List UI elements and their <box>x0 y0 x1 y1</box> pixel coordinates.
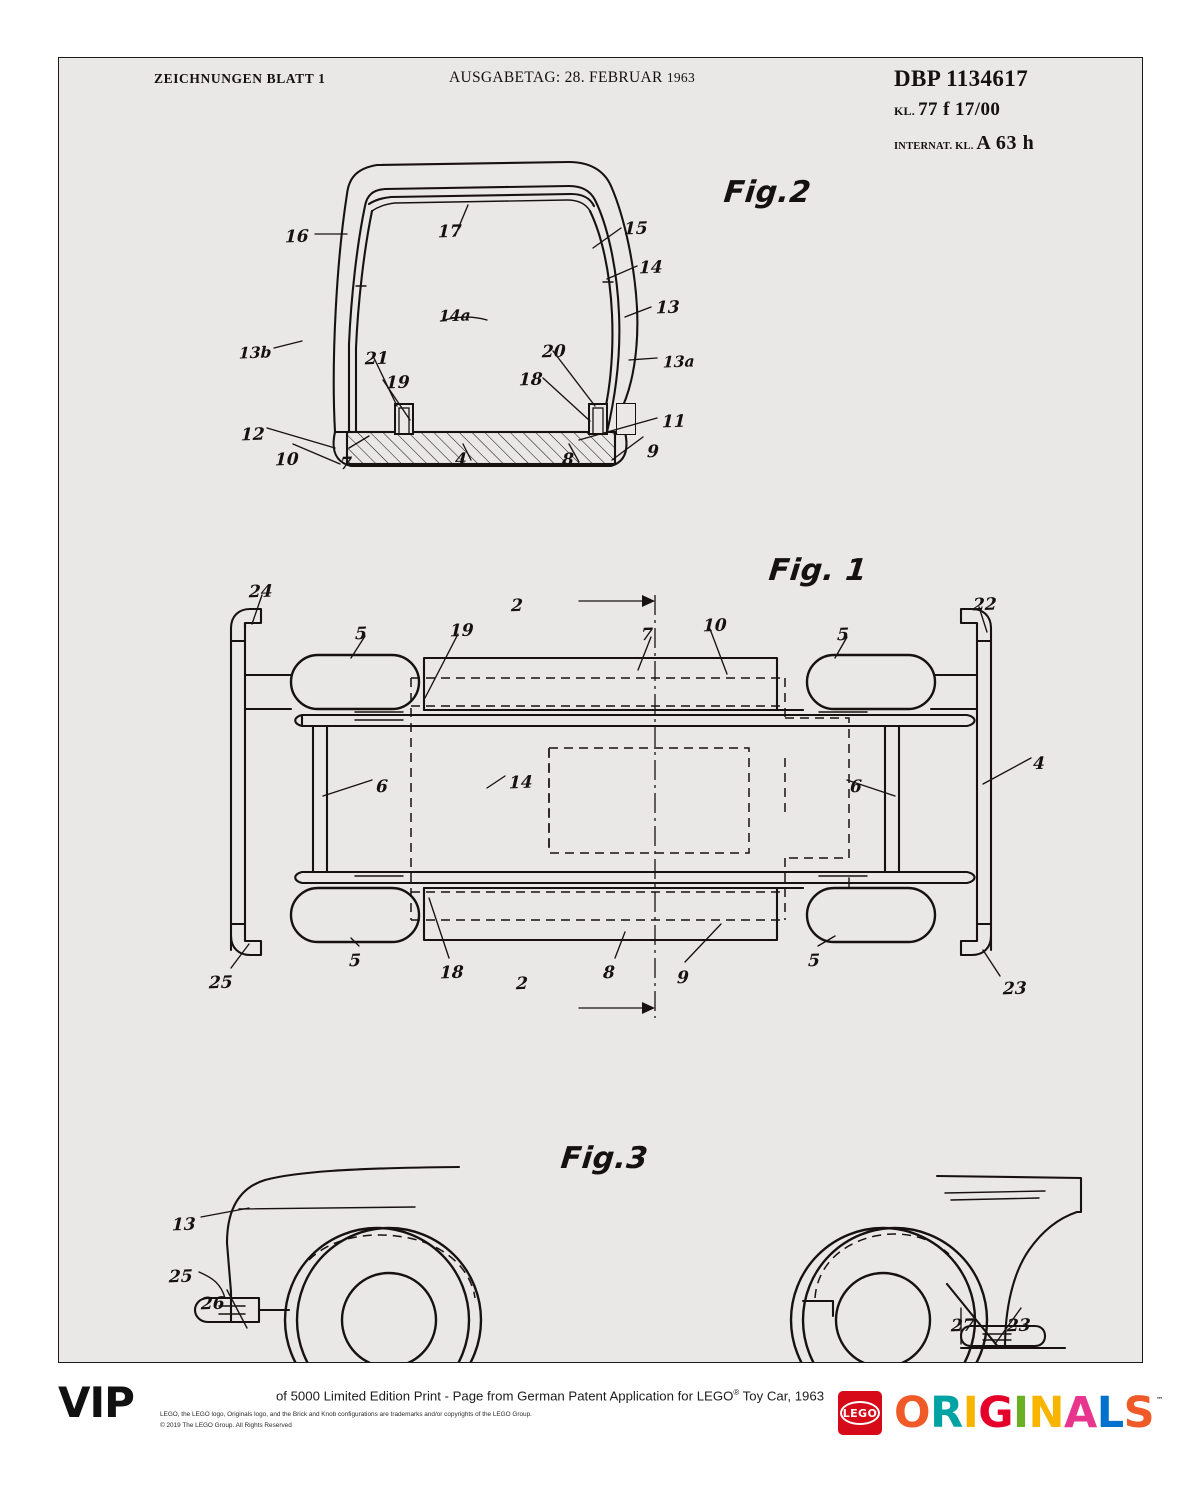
figure-1-numeral-25: 25 <box>208 972 234 994</box>
figure-2-numeral-13a: 13a <box>662 351 695 372</box>
figure-1-numeral-5: 5 <box>354 623 368 645</box>
figure-1-numeral-10: 10 <box>702 615 728 637</box>
figure-1-numeral-22: 22 <box>972 594 998 616</box>
figure-1-numeral-6: 6 <box>849 776 863 798</box>
figure-2-numeral-13b: 13b <box>238 342 272 363</box>
patent-class-label: KL. <box>894 104 915 118</box>
figure-2-drawing <box>266 160 658 468</box>
edition-caption-post: Toy Car, 1963 <box>739 1388 825 1404</box>
figure-2-numeral-9: 9 <box>646 441 660 463</box>
originals-letter-5: N <box>1028 1387 1064 1438</box>
originals-letter-4: I <box>1012 1387 1029 1438</box>
figure-3-numeral-25: 25 <box>168 1266 194 1288</box>
figure-2-numeral-14a: 14a <box>438 305 471 326</box>
lego-brand-icon: LEGO <box>838 1391 882 1435</box>
figure-3-numeral-26: 26 <box>200 1293 226 1315</box>
figure-1-numeral-2: 2 <box>510 595 524 617</box>
figure-2-numeral-14: 14 <box>638 257 664 279</box>
figure-3-numeral-13: 13 <box>171 1214 197 1236</box>
international-class: INTERNAT. KL. A 63 h <box>894 132 1034 155</box>
figure-2-numeral-11: 11 <box>661 411 687 433</box>
originals-letter-8: S <box>1123 1387 1155 1438</box>
figure-1-numeral-2: 2 <box>515 973 529 995</box>
issue-date-label: AUSGABETAG: 28. FEBRUAR <box>449 69 663 86</box>
figure-2-numeral-18: 18 <box>518 369 544 391</box>
figure-2-numeral-20: 20 <box>541 341 567 363</box>
edition-caption-pre: of 5000 Limited Edition Print - Page fro… <box>275 1388 734 1404</box>
figure-1-numeral-19: 19 <box>449 620 475 642</box>
wheel-rear-left <box>289 886 421 944</box>
originals-letter-0: O <box>894 1387 931 1438</box>
figure-2-numeral-7: 7 <box>339 453 353 475</box>
figure-2-numeral-16: 16 <box>284 226 310 248</box>
figure-2-numeral-13: 13 <box>655 297 681 319</box>
sheet-label-blatt: ZEICHNUNGEN BLATT 1 <box>154 71 326 86</box>
figure-2-numeral-10: 10 <box>274 449 300 471</box>
legal-line-1: LEGO, the LEGO logo, Originals logo, and… <box>160 1411 532 1418</box>
originals-letter-2: I <box>962 1387 979 1438</box>
wheel-front-left <box>289 653 421 711</box>
lego-wordmark: LEGO <box>840 1401 880 1425</box>
figure-3-numeral-27: 27 <box>950 1315 976 1337</box>
figure-2-numeral-19: 19 <box>385 372 411 394</box>
patent-drawing-sheet: ZEICHNUNGEN BLATT 1 AUSGABETAG: 28. FEBR… <box>58 57 1143 1363</box>
legal-line-2: © 2019 The LEGO Group. All Rights Reserv… <box>160 1421 292 1429</box>
edition-caption: of 5000 Limited Edition Print - Page fro… <box>225 1388 875 1403</box>
originals-letter-6: A <box>1063 1387 1097 1438</box>
wheel-left-side <box>283 1226 471 1362</box>
figure-1-numeral-6: 6 <box>375 776 389 798</box>
patent-number: DBP 1134617 <box>894 66 1029 91</box>
figure-2-numeral-12: 12 <box>240 424 266 446</box>
figure-1-numeral-18: 18 <box>439 962 465 984</box>
stud-left <box>394 403 414 435</box>
figure-2-numeral-17: 17 <box>437 221 463 243</box>
patent-class-value: 77 f 17/00 <box>918 99 1001 120</box>
patent-class: KL. 77 f 17/00 <box>894 99 1000 121</box>
issue-date-year: 1963 <box>666 70 696 85</box>
sheet-issue-date: AUSGABETAG: 28. FEBRUAR 1963 <box>449 69 695 87</box>
figure-1-numeral-5: 5 <box>807 950 821 972</box>
figure-3-numeral-23: 23 <box>1006 1315 1032 1337</box>
international-class-label: INTERNAT. KL. <box>894 141 974 152</box>
figure-1-numeral-8: 8 <box>602 962 616 984</box>
legal-text: LEGO, the LEGO logo, Originals logo, and… <box>160 1410 780 1431</box>
figure-2-numeral-8: 8 <box>561 449 575 471</box>
print-footer: VIP of 5000 Limited Edition Print - Page… <box>0 1372 1200 1486</box>
figure-1-numeral-5: 5 <box>836 624 850 646</box>
figure-1-numeral-9: 9 <box>676 967 690 989</box>
figure-1-numeral-23: 23 <box>1002 978 1028 1000</box>
figure-3-drawing <box>193 1165 1083 1362</box>
international-class-value: A 63 h <box>976 132 1035 154</box>
vip-logo: VIP <box>58 1378 135 1427</box>
figure-1-numeral-7: 7 <box>640 624 654 646</box>
wheel-rear-right <box>805 886 937 944</box>
figure-2-numeral-21: 21 <box>364 348 390 370</box>
figure-2-numeral-15: 15 <box>623 218 649 240</box>
originals-letter-7: L <box>1096 1387 1124 1438</box>
wheel-right-side <box>801 1226 989 1362</box>
wheel-front-right <box>805 653 937 711</box>
figure-1-numeral-24: 24 <box>248 581 274 603</box>
figure-1-numeral-14: 14 <box>508 772 534 794</box>
originals-letter-1: R <box>930 1387 963 1438</box>
figure-1-numeral-5: 5 <box>348 950 362 972</box>
registered-trademark-icon: ® <box>733 1388 740 1397</box>
figure-1-drawing <box>229 594 1032 1018</box>
patent-figures-svg <box>193 160 1083 1362</box>
figure-2-numeral-4: 4 <box>454 449 468 471</box>
trademark-icon: ™ <box>1156 1395 1164 1404</box>
originals-letter-3: G <box>978 1387 1013 1438</box>
figure-1-numeral-4: 4 <box>1032 753 1046 775</box>
